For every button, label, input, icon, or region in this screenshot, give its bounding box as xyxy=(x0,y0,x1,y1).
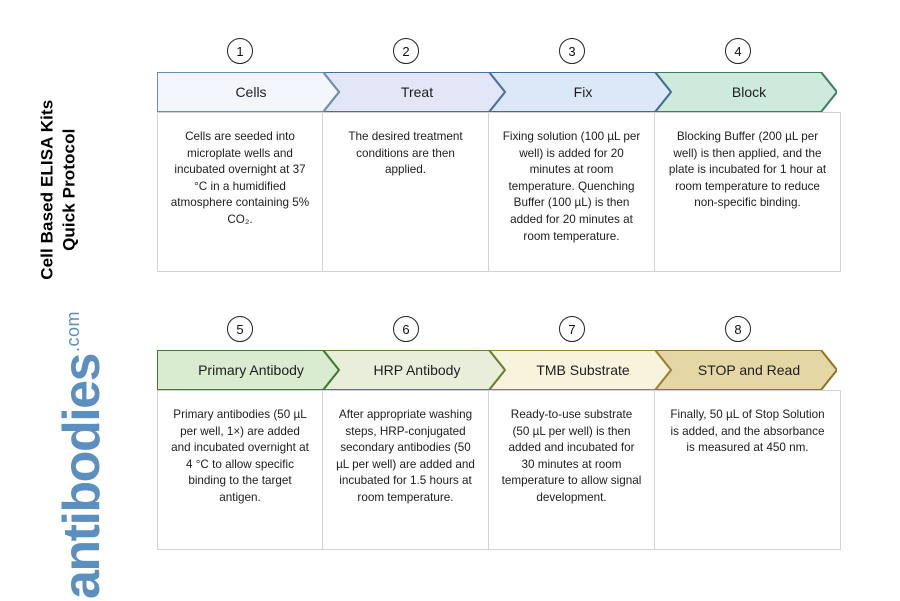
step-description-8: Finally, 50 µL of Stop Solution is added… xyxy=(655,390,841,550)
chevron-group-2: Primary Antibody HRP Antibody TMB Substrat… xyxy=(157,350,841,390)
step-number-group-2: 5 6 7 8 xyxy=(157,316,841,346)
chevron-label-2: Treat xyxy=(400,84,434,100)
step-number-group-1: 1 2 3 4 xyxy=(157,38,841,68)
chevron-step-1[interactable]: Cells xyxy=(157,72,339,112)
chevron-shape-3 xyxy=(489,72,671,112)
step-number-4: 4 xyxy=(725,38,751,64)
chevron-group-1: Cells Treat Fix Block xyxy=(157,72,841,112)
chevron-shape-1 xyxy=(157,72,339,112)
chevron-step-5[interactable]: Primary Antibody xyxy=(157,350,339,390)
chevron-label-8: STOP and Read xyxy=(697,362,801,378)
chevron-shape-8 xyxy=(655,350,837,390)
step-description-1: Cells are seeded into microplate wells a… xyxy=(157,112,323,272)
flow-row-2: 5 6 7 8 Primary Antibody HRP Antibody TMB Sub… xyxy=(157,316,841,550)
chevron-step-2[interactable]: Treat xyxy=(323,72,505,112)
step-number-1: 1 xyxy=(227,38,253,64)
chevron-label-1: Cells xyxy=(235,84,267,100)
description-group-1: Cells are seeded into microplate wells a… xyxy=(157,112,841,272)
step-description-4: Blocking Buffer (200 µL per well) is the… xyxy=(655,112,841,272)
chevron-shape-7 xyxy=(489,350,671,390)
chevron-shape-2 xyxy=(323,72,505,112)
page-title: Cell Based ELISA Kits Quick Protocol xyxy=(36,40,80,340)
step-number-3: 3 xyxy=(559,38,585,64)
flow-row-1: 1 2 3 4 Cells Treat Fix Block Cells are seeded… xyxy=(157,38,841,272)
chevron-label-7: TMB Substrate xyxy=(536,362,630,378)
description-group-2: Primary antibodies (50 µL per well, 1×) … xyxy=(157,390,841,550)
chevron-step-6[interactable]: HRP Antibody xyxy=(323,350,505,390)
chevron-label-6: HRP Antibody xyxy=(373,362,461,378)
step-description-7: Ready-to-use substrate (50 µL per well) … xyxy=(489,390,655,550)
step-description-5: Primary antibodies (50 µL per well, 1×) … xyxy=(157,390,323,550)
chevron-step-7[interactable]: TMB Substrate xyxy=(489,350,671,390)
chevron-shape-4 xyxy=(655,72,837,112)
brand-logo: antibodies.com xyxy=(53,310,111,601)
chevron-label-3: Fix xyxy=(573,84,593,100)
page-title-line-2: Quick Protocol xyxy=(59,128,78,251)
step-number-6: 6 xyxy=(393,316,419,342)
page-title-line-1: Cell Based ELISA Kits xyxy=(37,99,57,280)
step-number-5: 5 xyxy=(227,316,253,342)
chevron-label-4: Block xyxy=(731,84,767,100)
step-number-2: 2 xyxy=(393,38,419,64)
step-description-6: After appropriate washing steps, HRP-con… xyxy=(323,390,489,550)
step-description-3: Fixing solution (100 µL per well) is add… xyxy=(489,112,655,272)
chevron-step-3[interactable]: Fix xyxy=(489,72,671,112)
chevron-step-8[interactable]: STOP and Read xyxy=(655,350,837,390)
step-number-8: 8 xyxy=(725,316,751,342)
chevron-label-5: Primary Antibody xyxy=(198,362,304,378)
step-number-7: 7 xyxy=(559,316,585,342)
brand-logo-tld: .com xyxy=(62,310,83,352)
chevron-shape-6 xyxy=(323,350,505,390)
step-description-2: The desired treatment conditions are the… xyxy=(323,112,489,272)
chevron-shape-5 xyxy=(157,350,339,390)
brand-logo-word: antibodies xyxy=(53,354,111,600)
chevron-step-4[interactable]: Block xyxy=(655,72,837,112)
